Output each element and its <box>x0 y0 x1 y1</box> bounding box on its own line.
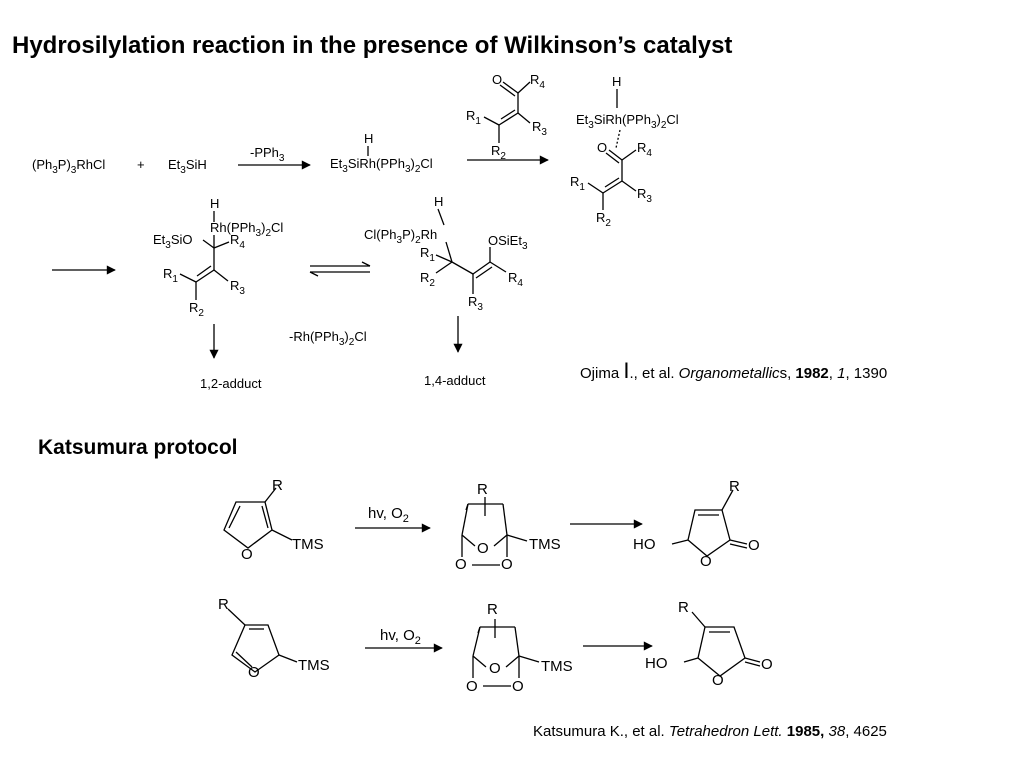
svg-text:O: O <box>466 678 478 695</box>
endoperoxide-1: R O O O TMS <box>455 481 561 573</box>
svg-text:R1: R1 <box>163 266 178 285</box>
svg-text:TMS: TMS <box>298 657 330 674</box>
catalyst-label: (Ph3P)3RhCl <box>32 157 105 176</box>
svg-text:HO: HO <box>633 536 656 553</box>
svg-text:R1: R1 <box>420 245 435 264</box>
svg-text:O: O <box>712 672 724 689</box>
enone-o-label: O <box>492 72 502 87</box>
reference-ojima: Ojima I., et al. Organometallics, 1982, … <box>580 358 887 383</box>
loss-pph3-label: -PPh3 <box>250 145 285 164</box>
svg-text:O: O <box>501 556 513 573</box>
svg-text:R: R <box>477 481 488 498</box>
svg-text:O: O <box>761 656 773 673</box>
svg-text:TMS: TMS <box>292 536 324 553</box>
equilibrium-arrows <box>309 261 371 277</box>
svg-text:R3: R3 <box>468 294 483 313</box>
svg-text:O: O <box>512 678 524 695</box>
svg-text:Et3SiO: Et3SiO <box>153 232 193 251</box>
furan-2-tms-4-r: R O TMS <box>218 596 330 681</box>
svg-text:R1: R1 <box>466 108 481 127</box>
coordinated-complex: H Et3SiRh(PPh3)2Cl O R4 R1 R3 R2 <box>570 74 679 229</box>
svg-text:R2: R2 <box>420 270 435 289</box>
conditions-2: hv, O2 <box>380 627 421 647</box>
insertion-intermediate-12: H Rh(PPh3)2Cl Et3SiO R4 R1 R3 R2 <box>153 196 283 319</box>
product-12-label: 1,2-adduct <box>200 376 262 391</box>
svg-text:O: O <box>489 660 501 677</box>
svg-text:R: R <box>272 477 283 494</box>
insertion-intermediate-14: H Cl(Ph3P)2Rh R1 R2 OSiEt3 R4 R3 <box>364 194 528 313</box>
furan-2-tms-3-r: R O TMS <box>223 477 324 563</box>
svg-text:R: R <box>218 596 229 613</box>
svg-text:R2: R2 <box>491 143 506 162</box>
svg-text:O: O <box>477 540 489 557</box>
svg-text:Et3SiRh(PPh3)2Cl: Et3SiRh(PPh3)2Cl <box>576 112 679 131</box>
svg-text:R: R <box>729 478 740 495</box>
svg-text:R2: R2 <box>189 300 204 319</box>
enone-structure: O R4 R1 R3 R2 <box>466 72 547 162</box>
svg-text:O: O <box>455 556 467 573</box>
svg-text:R3: R3 <box>637 186 652 205</box>
loss-rh-label: -Rh(PPh3)2Cl <box>289 329 367 348</box>
svg-text:HO: HO <box>645 655 668 672</box>
svg-text:Cl(Ph3P)2Rh: Cl(Ph3P)2Rh <box>364 227 437 246</box>
svg-text:H: H <box>210 196 219 211</box>
svg-text:R2: R2 <box>596 210 611 229</box>
slide-title: Hydrosilylation reaction in the presence… <box>12 32 732 59</box>
svg-text:O: O <box>248 664 260 681</box>
svg-text:OSiEt3: OSiEt3 <box>488 233 528 252</box>
reference-katsumura: Katsumura K., et al. Tetrahedron Lett. 1… <box>533 723 887 740</box>
butenolide-4-r: R HO O O <box>645 599 773 689</box>
butenolide-3-r: R HO O O <box>633 478 760 570</box>
svg-text:O: O <box>748 537 760 554</box>
conditions-1: hv, O2 <box>368 505 409 525</box>
svg-text:O: O <box>241 546 253 563</box>
hydride-h-label: H <box>364 131 373 146</box>
plus-sign: + <box>137 157 145 172</box>
svg-text:R3: R3 <box>532 119 547 138</box>
svg-text:R: R <box>487 601 498 618</box>
svg-text:R3: R3 <box>230 278 245 297</box>
svg-text:H: H <box>434 194 443 209</box>
product-14-label: 1,4-adduct <box>424 373 486 388</box>
svg-text:O: O <box>597 140 607 155</box>
svg-text:R4: R4 <box>637 140 652 159</box>
endoperoxide-2: R O O O TMS <box>466 601 573 695</box>
svg-text:O: O <box>700 553 712 570</box>
svg-text:R4: R4 <box>508 270 523 289</box>
svg-text:TMS: TMS <box>529 536 561 553</box>
svg-text:Rh(PPh3)2Cl: Rh(PPh3)2Cl <box>210 220 283 239</box>
svg-text:R: R <box>678 599 689 616</box>
svg-text:TMS: TMS <box>541 658 573 675</box>
katsumura-title: Katsumura protocol <box>38 436 238 459</box>
svg-text:R1: R1 <box>570 174 585 193</box>
svg-text:H: H <box>612 74 621 89</box>
silane-label: Et3SiH <box>168 157 207 176</box>
enone-r4-label: R4 <box>530 72 545 91</box>
hydride-complex-label: Et3SiRh(PPh3)2Cl <box>330 156 433 175</box>
